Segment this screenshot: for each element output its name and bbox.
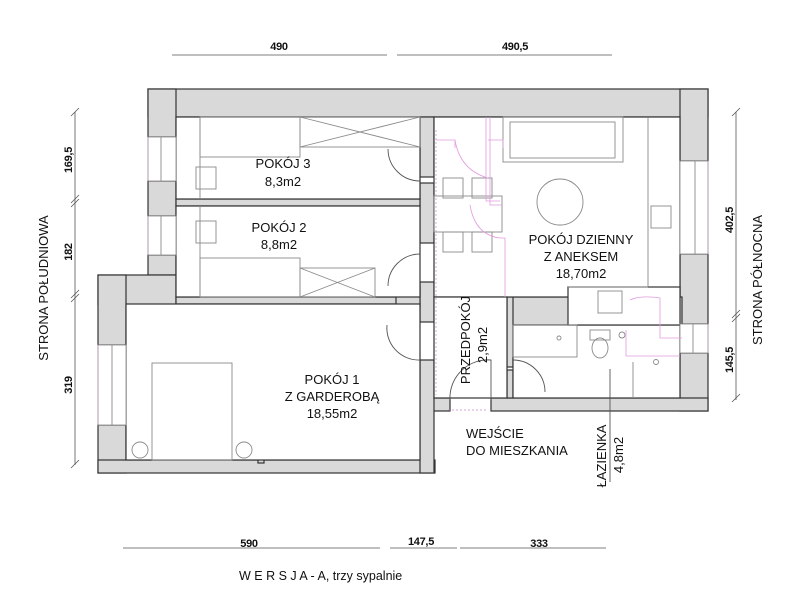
room-area-przedpokoj: 2,9m2	[475, 327, 490, 363]
room-area-pokoj-3: 8,3m2	[265, 174, 301, 189]
room-area-pokoj-2: 8,8m2	[261, 237, 297, 252]
nightstand-right	[235, 441, 253, 459]
sink-kitchen	[597, 290, 623, 314]
bathtub	[512, 324, 578, 358]
window-pokoj-dzienny	[679, 160, 709, 255]
window-pokoj-2	[147, 215, 177, 256]
room-label2-pokoj-dzienny: Z ANEKSEM	[544, 249, 618, 264]
room-pokoj-dzienny	[433, 116, 681, 298]
toilet	[591, 337, 609, 359]
chair-1	[442, 177, 464, 199]
dim-top-left: 490	[270, 41, 288, 53]
round-table	[536, 178, 584, 226]
floors	[125, 116, 681, 461]
entrance-label-1: WEJŚCIE	[466, 426, 524, 441]
entrance-label-2: DO MIESZKANIA	[466, 443, 568, 458]
room-label-pokoj-dzienny: POKÓJ DZIENNY	[529, 232, 634, 247]
dim-bottom-left: 590	[240, 538, 258, 550]
room-area-lazienka: 4,8m2	[611, 437, 626, 473]
dim-bottom-right: 333	[530, 538, 548, 550]
side-label-north: STRONA PÓŁNOCNA	[750, 215, 765, 345]
window-pokoj-3	[147, 136, 177, 182]
door-lazienka	[512, 359, 546, 393]
room-label2-pokoj-1: Z GARDEROBĄ	[285, 389, 380, 404]
floor-drain	[653, 359, 659, 365]
version-caption: W E R S J A - A, trzy sypalnie	[239, 569, 402, 583]
chair-3	[442, 231, 464, 253]
room-label-przedpokoj: PRZEDPOKÓJ	[458, 296, 473, 384]
dim-top-right: 490,5	[502, 41, 528, 53]
toilet-tank	[589, 329, 611, 341]
dim-left-top: 169,5	[63, 147, 75, 173]
room-label-pokoj-2: POKÓJ 2	[252, 220, 307, 235]
chair-2	[471, 177, 493, 199]
dining-table	[433, 195, 503, 233]
dim-left-bottom: 319	[63, 376, 75, 394]
door-pokoj-3	[387, 148, 421, 182]
room-pokoj-2	[175, 205, 421, 298]
dim-left-mid: 182	[63, 243, 75, 261]
installation-lines	[97, 117, 709, 425]
window-lazienka	[679, 323, 709, 354]
room-area-pokoj-dzienny: 18,70m2	[556, 266, 607, 281]
dim-right-bottom: 145,5	[724, 347, 736, 373]
armchair	[650, 205, 672, 229]
room-pokoj-1	[125, 303, 421, 461]
windows	[97, 136, 709, 426]
room-label-lazienka: ŁAZIENKA	[594, 424, 609, 487]
room-pokoj-3	[175, 116, 421, 200]
room-area-pokoj-1: 18,55m2	[307, 406, 358, 421]
door-pokoj-1	[386, 324, 421, 361]
dim-bottom-mid: 147,5	[408, 536, 434, 548]
door-pokoj-2	[387, 253, 421, 287]
dim-right-top: 402,5	[724, 207, 736, 233]
bed-pokoj-1	[151, 362, 233, 461]
room-labels: POKÓJ 3 8,3m2 POKÓJ 2 8,8m2 POKÓJ 1 Z GA…	[252, 156, 634, 487]
side-label-south: STRONA POŁUDNIOWA	[36, 215, 51, 361]
nightstand-left	[131, 441, 149, 459]
desk-pokoj-3	[195, 166, 217, 190]
room-label-pokoj-1: POKÓJ 1	[305, 372, 360, 387]
furniture	[131, 116, 672, 482]
room-przedpokoj	[433, 296, 508, 399]
room-lazienka	[512, 324, 681, 399]
dimension-bottom: 590 147,5 333	[123, 536, 606, 550]
door-entrance	[449, 359, 492, 401]
sofa	[502, 116, 624, 163]
wardrobe-pokoj-3	[299, 116, 421, 148]
dimension-left: 169,5 182 319 STRONA POŁUDNIOWA	[36, 107, 80, 469]
dimension-top: 490 490,5	[172, 41, 612, 56]
wardrobe-pokoj-2	[299, 267, 376, 298]
dimension-right: 402,5 145,5 STRONA PÓŁNOCNA	[724, 107, 765, 403]
desk-pokoj-2	[195, 220, 217, 244]
chair-4	[471, 231, 493, 253]
walls	[97, 88, 709, 474]
doors	[386, 148, 546, 401]
room-label-pokoj-3: POKÓJ 3	[256, 156, 311, 171]
